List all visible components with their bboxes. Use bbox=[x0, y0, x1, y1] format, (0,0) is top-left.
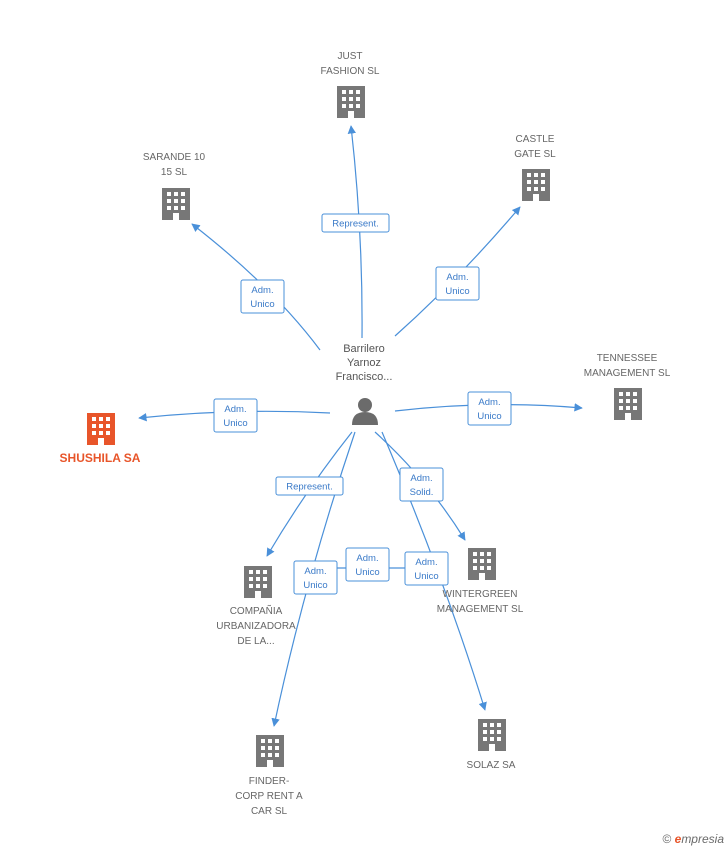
company-node-shushila[interactable]: SHUSHILA SA bbox=[60, 413, 141, 465]
edge-label-box bbox=[321, 213, 390, 233]
edge-label-text: Unico bbox=[303, 580, 327, 591]
company-label: MANAGEMENT SL bbox=[584, 368, 671, 379]
company-label: FASHION SL bbox=[321, 66, 380, 77]
edge-label-text: Adm. bbox=[251, 285, 273, 296]
company-node-compania[interactable]: COMPAÑIA URBANIZADORA DE LA... bbox=[216, 566, 296, 647]
person-label: Barrilero bbox=[343, 343, 385, 355]
edge-label-solaz: Adm. Unico bbox=[404, 551, 449, 586]
company-label: SOLAZ SA bbox=[467, 760, 516, 771]
company-node-just-fashion[interactable]: JUST FASHION SL bbox=[321, 51, 380, 118]
building-icon bbox=[256, 735, 284, 767]
edge-label-text: Unico bbox=[355, 567, 379, 578]
edge-label-text: Unico bbox=[250, 299, 274, 310]
company-node-tennessee[interactable]: TENNESSEE MANAGEMENT SL bbox=[584, 353, 671, 420]
edge-label-box bbox=[435, 266, 480, 301]
edge-label-box bbox=[404, 551, 449, 586]
edge-label-box bbox=[240, 279, 285, 314]
edge-label-box bbox=[399, 467, 444, 502]
building-icon bbox=[244, 566, 272, 598]
company-label: SARANDE 10 bbox=[143, 152, 206, 163]
company-label: JUST bbox=[338, 51, 363, 62]
edge-label-shushila: Adm. Unico bbox=[213, 398, 258, 433]
building-icon bbox=[614, 388, 642, 420]
edge-label-box bbox=[293, 560, 338, 595]
person-label: Francisco... bbox=[336, 371, 393, 383]
edge-label-finder-corp: Adm. Unico bbox=[293, 560, 338, 595]
edge-label-text: Unico bbox=[445, 286, 469, 297]
copyright-symbol: © bbox=[662, 832, 672, 846]
edge-label-wintergreen: Adm. Solid. bbox=[399, 467, 444, 502]
edge-label-compania: Represent. bbox=[275, 476, 344, 496]
edge-label-castle-gate: Adm. Unico bbox=[435, 266, 480, 301]
brand-name: mpresia bbox=[681, 832, 724, 846]
edge-label-text: Adm. bbox=[224, 404, 246, 415]
edge-label-box bbox=[467, 391, 512, 426]
company-label: DE LA... bbox=[237, 636, 274, 647]
company-label: 15 SL bbox=[161, 167, 188, 178]
person-label: Yarnoz bbox=[347, 357, 381, 369]
building-icon bbox=[87, 413, 115, 445]
company-label: CAR SL bbox=[251, 806, 288, 817]
company-label: URBANIZADORA bbox=[216, 621, 296, 632]
person-node[interactable]: BarrileroYarnozFrancisco... bbox=[336, 343, 393, 425]
edge-label-text: Unico bbox=[414, 571, 438, 582]
company-node-solaz[interactable]: SOLAZ SA bbox=[467, 719, 516, 771]
building-icon bbox=[162, 188, 190, 220]
edge-label-sarande: Adm. Unico bbox=[240, 279, 285, 314]
company-label: COMPAÑIA bbox=[230, 604, 283, 617]
edge-label-text: Represent. bbox=[332, 219, 378, 230]
building-icon bbox=[522, 169, 550, 201]
footer-brand: © empresia bbox=[662, 832, 724, 846]
building-icon bbox=[468, 548, 496, 580]
company-label: FINDER- bbox=[249, 776, 290, 787]
company-label: CORP RENT A bbox=[235, 791, 303, 802]
company-label: CASTLE bbox=[516, 134, 555, 145]
edge-label-just-fashion: Represent. bbox=[321, 213, 390, 233]
edge-label-text: Adm. bbox=[415, 557, 437, 568]
edge-label-text: Unico bbox=[223, 418, 247, 429]
edge-label-tennessee: Adm. Unico bbox=[467, 391, 512, 426]
edge-label-text: Unico bbox=[477, 411, 501, 422]
edge-label-text: Adm. bbox=[446, 272, 468, 283]
company-label: MANAGEMENT SL bbox=[437, 604, 524, 615]
building-icon bbox=[478, 719, 506, 751]
company-node-sarande[interactable]: SARANDE 10 15 SL bbox=[143, 152, 206, 220]
company-label: GATE SL bbox=[514, 149, 556, 160]
building-icon bbox=[337, 86, 365, 118]
company-label: WINTERGREEN bbox=[443, 589, 518, 600]
edge-label-text: Adm. bbox=[356, 553, 378, 564]
brand-initial: e bbox=[674, 832, 682, 846]
edge-label-box bbox=[345, 547, 390, 582]
person-icon bbox=[352, 398, 378, 425]
edge-label-text: Represent. bbox=[286, 482, 332, 493]
edge-labels-layer: Represent.Adm.UnicoAdm.UnicoAdm.UnicoAdm… bbox=[213, 213, 512, 595]
edge-label-text: Adm. bbox=[304, 566, 326, 577]
edge-label-box bbox=[213, 398, 258, 433]
edge-label-box bbox=[275, 476, 344, 496]
company-label: TENNESSEE bbox=[597, 353, 658, 364]
company-node-finder-corp[interactable]: FINDER- CORP RENT A CAR SL bbox=[235, 735, 303, 817]
edge-label-text: Adm. bbox=[410, 473, 432, 484]
edge-label-text: Solid. bbox=[410, 487, 434, 498]
edge-label-compania: Adm. Unico bbox=[345, 547, 390, 582]
company-label: SHUSHILA SA bbox=[60, 451, 141, 465]
edge-label-text: Adm. bbox=[478, 397, 500, 408]
company-node-castle-gate[interactable]: CASTLE GATE SL bbox=[514, 134, 556, 201]
company-node-wintergreen[interactable]: WINTERGREEN MANAGEMENT SL bbox=[437, 548, 524, 615]
